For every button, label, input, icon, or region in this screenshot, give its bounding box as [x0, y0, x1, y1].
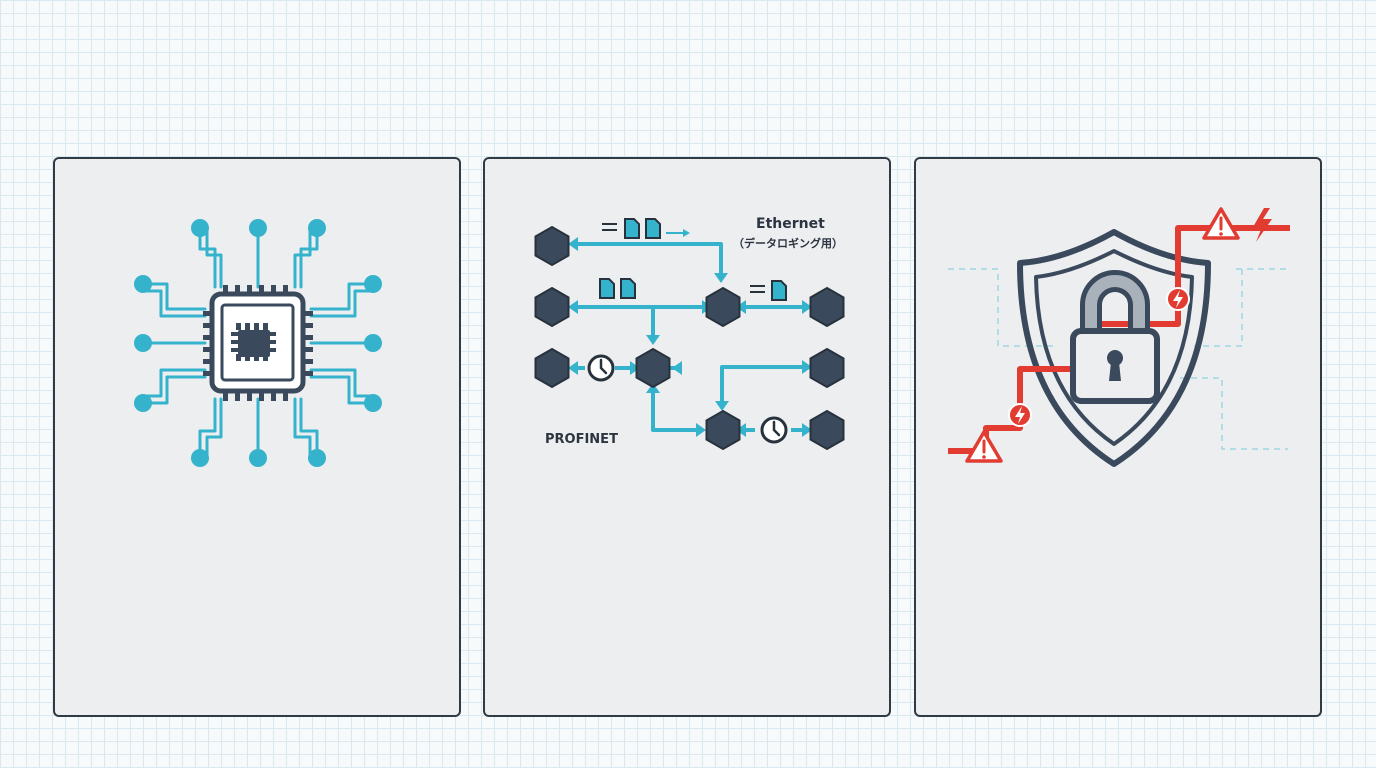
trace-terminals — [134, 219, 382, 467]
chip-core — [238, 330, 270, 357]
shield-outline — [1017, 229, 1211, 467]
chip-pins — [203, 285, 313, 401]
ethernet-purpose-label: （データロギング用） — [733, 237, 843, 250]
profinet-label: PROFINET — [545, 432, 618, 447]
network-links — [575, 242, 803, 432]
chip-panel — [53, 157, 461, 717]
warning-triangle-icon — [965, 430, 1003, 463]
clock-icon — [587, 354, 615, 382]
data-packet-icon — [750, 280, 787, 301]
dashed-circuit-lines — [948, 268, 1288, 450]
data-packet-icon — [599, 278, 636, 299]
padlock-icon — [1070, 270, 1160, 404]
network-topology-icon — [534, 218, 845, 450]
lightning-icon — [1253, 208, 1272, 242]
link-arrowheads — [568, 237, 812, 437]
data-packet-icon — [602, 218, 690, 239]
ethernet-label: Ethernet — [756, 216, 825, 232]
alert-bolt-icon — [1166, 287, 1190, 311]
warning-triangle-icon — [1202, 207, 1240, 240]
clock-icon — [760, 416, 788, 444]
security-panel — [914, 157, 1322, 717]
network-panel: Ethernet （データロギング用） PROFINET — [483, 157, 891, 717]
network-nodes — [534, 226, 845, 450]
circuit-traces — [143, 228, 373, 458]
security-shield-lock-icon — [948, 207, 1290, 467]
processor-chip-icon — [134, 219, 382, 467]
alert-bolt-icon — [1008, 403, 1032, 427]
